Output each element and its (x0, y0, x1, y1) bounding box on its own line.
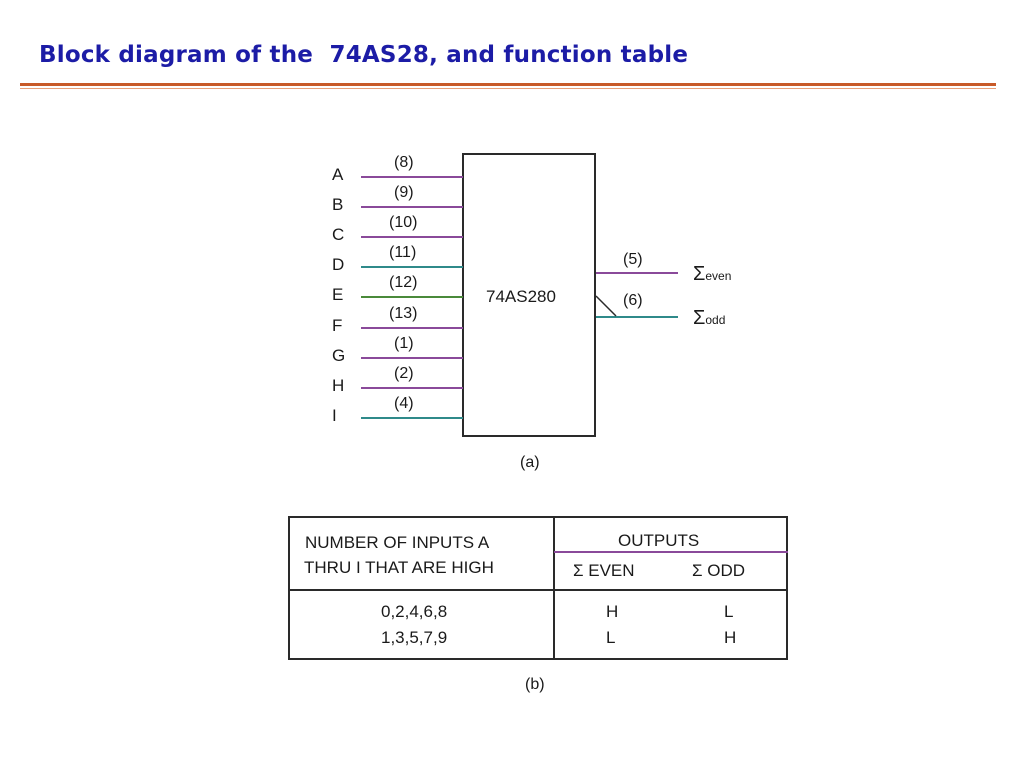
input-wire-d (361, 266, 463, 268)
output-sub-even: even (705, 269, 732, 283)
output-label-even: Σeven (693, 263, 731, 286)
input-wire-c (361, 236, 463, 238)
table-row-0-inputs: 0,2,4,6,8 (381, 602, 448, 621)
table-caption: (b) (525, 676, 545, 693)
table-row-1-odd: H (724, 628, 737, 647)
sigma-symbol-odd: Σ (693, 307, 706, 329)
input-pin-a: (8) (394, 154, 414, 171)
diagram-caption: (a) (520, 454, 540, 471)
inversion-slash (595, 295, 617, 317)
table-row-0-even: H (606, 602, 619, 621)
input-wire-g (361, 357, 463, 359)
input-letter-h: H (332, 376, 345, 395)
title-divider-thin (20, 88, 996, 89)
output-pin-even: (5) (623, 251, 643, 268)
sigma-symbol-even: Σ (693, 263, 706, 285)
table-row-1-even: L (606, 628, 616, 647)
table-header-rule (288, 589, 788, 591)
input-wire-e (361, 296, 463, 298)
input-wire-f (361, 327, 463, 329)
table-header-outputs: OUTPUTS (618, 531, 700, 550)
table-row-0-odd: L (724, 602, 734, 621)
output-label-odd: Σodd (693, 307, 725, 330)
input-pin-d: (11) (389, 244, 417, 261)
input-letter-e: E (332, 285, 344, 304)
output-wire-even (596, 272, 678, 274)
output-wire-odd (596, 316, 678, 318)
output-sub-odd: odd (705, 313, 726, 327)
input-pin-b: (9) (394, 184, 414, 201)
input-wire-i (361, 417, 463, 419)
table-outputs-rule (554, 551, 788, 553)
input-letter-f: F (332, 316, 343, 335)
slide-title: Block diagram of the 74AS28, and functio… (39, 42, 689, 68)
input-wire-a (361, 176, 463, 178)
title-divider (20, 83, 996, 86)
input-letter-c: C (332, 225, 345, 244)
input-wire-b (361, 206, 463, 208)
table-col-divider (553, 516, 555, 660)
output-pin-odd: (6) (623, 292, 643, 309)
input-pin-e: (12) (389, 274, 418, 291)
input-letter-i: I (332, 406, 337, 425)
input-pin-h: (2) (394, 365, 414, 382)
input-letter-g: G (332, 346, 346, 365)
input-pin-c: (10) (389, 214, 418, 231)
input-letter-a: A (332, 165, 344, 184)
table-frame (288, 516, 788, 660)
table-header-left-line2: THRU I THAT ARE HIGH (304, 558, 494, 577)
input-wire-h (361, 387, 463, 389)
table-row-1-inputs: 1,3,5,7,9 (381, 628, 448, 647)
input-pin-g: (1) (394, 335, 414, 352)
table-col-odd: Σ ODD (692, 561, 746, 580)
input-letter-d: D (332, 255, 345, 274)
chip-box (462, 153, 596, 437)
input-pin-f: (13) (389, 305, 418, 322)
chip-name: 74AS280 (486, 287, 556, 306)
table-col-even: Σ EVEN (573, 561, 635, 580)
input-pin-i: (4) (394, 395, 414, 412)
table-header-left-line1: NUMBER OF INPUTS A (305, 533, 490, 552)
input-letter-b: B (332, 195, 344, 214)
